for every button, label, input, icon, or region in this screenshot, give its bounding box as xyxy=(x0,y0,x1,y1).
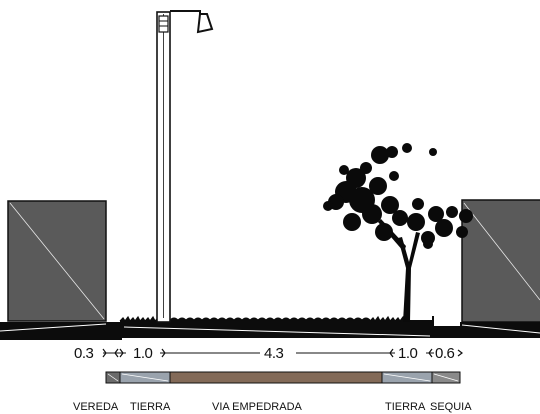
zone-label-tierra-left: TIERRA xyxy=(130,401,171,413)
ground-profile xyxy=(0,315,540,340)
dim-label-tierra-left: 1.0 xyxy=(133,345,153,362)
dim-label-vereda: 0.3 xyxy=(74,345,94,362)
right-building xyxy=(461,199,540,323)
tree xyxy=(323,143,473,322)
dim-label-tierra-right: 1.0 xyxy=(398,345,418,362)
dim-label-acequia: 0.6 xyxy=(435,345,455,362)
zone-label-via: VIA EMPEDRADA xyxy=(212,401,303,413)
zone-label-vereda: VEREDA xyxy=(73,401,119,413)
left-building xyxy=(7,200,107,322)
zone-strip xyxy=(105,371,461,384)
zone-label-tierra-right: TIERRA xyxy=(385,401,426,413)
zone-label-acequia: SEQUIA xyxy=(430,401,472,413)
street-light xyxy=(156,10,214,323)
dimension-line xyxy=(102,348,463,358)
dim-label-via: 4.3 xyxy=(264,345,284,362)
